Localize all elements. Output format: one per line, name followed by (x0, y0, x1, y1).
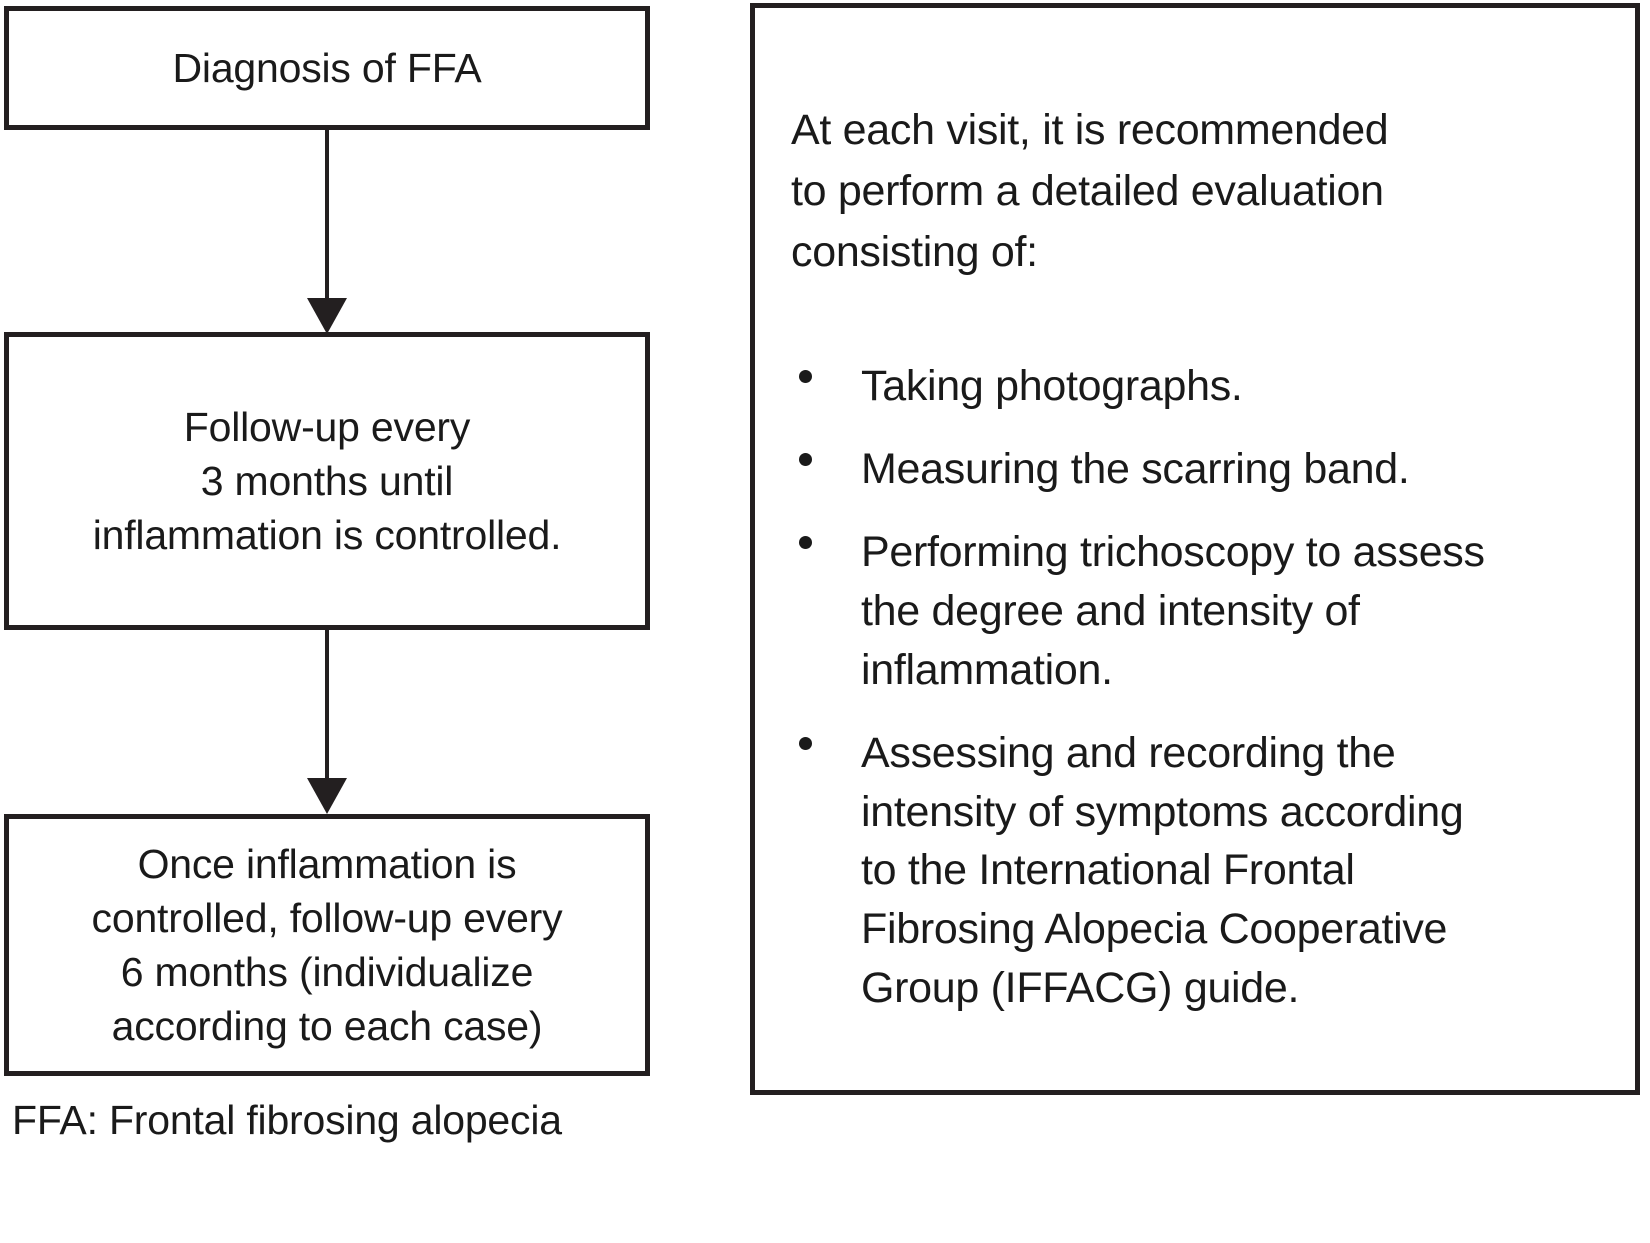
list-item-label: Taking photographs. (861, 362, 1243, 411)
flow-box-followup-3-months-label: Follow-up every 3 months until inflammat… (92, 403, 562, 559)
bullet-dot-icon (799, 736, 812, 750)
flow-box-followup-6-months-label: Once inflammation is controlled, follow-… (91, 840, 563, 1050)
arrow-shaft (325, 630, 329, 782)
recommendations-intro-text: At each visit, it is recommended to perf… (791, 106, 1389, 277)
list-item: Performing trichoscopy to assess the deg… (791, 523, 1619, 700)
arrow-head (307, 778, 347, 814)
bullet-dot-icon (799, 452, 812, 466)
arrow-head (307, 298, 347, 334)
flow-box-diagnosis: Diagnosis of FFA (4, 6, 650, 130)
list-item: Taking photographs. (791, 357, 1619, 416)
figure-footnote-abbreviation: FFA: Frontal fibrosing alopecia (12, 1097, 562, 1143)
list-item-label: Assessing and recording the intensity of… (861, 728, 1464, 1013)
recommendations-bullet-list: Taking photographs. Measuring the scarri… (791, 357, 1619, 1018)
arrow-down-icon-followup3-to-followup6 (307, 630, 347, 816)
bullet-dot-icon (799, 535, 812, 549)
arrow-shaft (325, 130, 329, 302)
list-item-label: Performing trichoscopy to assess the deg… (861, 527, 1485, 694)
list-item-label: Measuring the scarring band. (861, 445, 1410, 494)
flow-box-followup-3-months: Follow-up every 3 months until inflammat… (4, 332, 650, 630)
flow-box-followup-6-months: Once inflammation is controlled, follow-… (4, 814, 650, 1076)
bullet-dot-icon (799, 370, 812, 384)
list-item: Measuring the scarring band. (791, 440, 1619, 499)
list-item: Assessing and recording the intensity of… (791, 724, 1619, 1019)
arrow-down-icon-diagnosis-to-followup3 (307, 130, 347, 334)
recommendations-panel: At each visit, it is recommended to perf… (750, 3, 1640, 1095)
flow-box-diagnosis-label: Diagnosis of FFA (172, 44, 482, 91)
